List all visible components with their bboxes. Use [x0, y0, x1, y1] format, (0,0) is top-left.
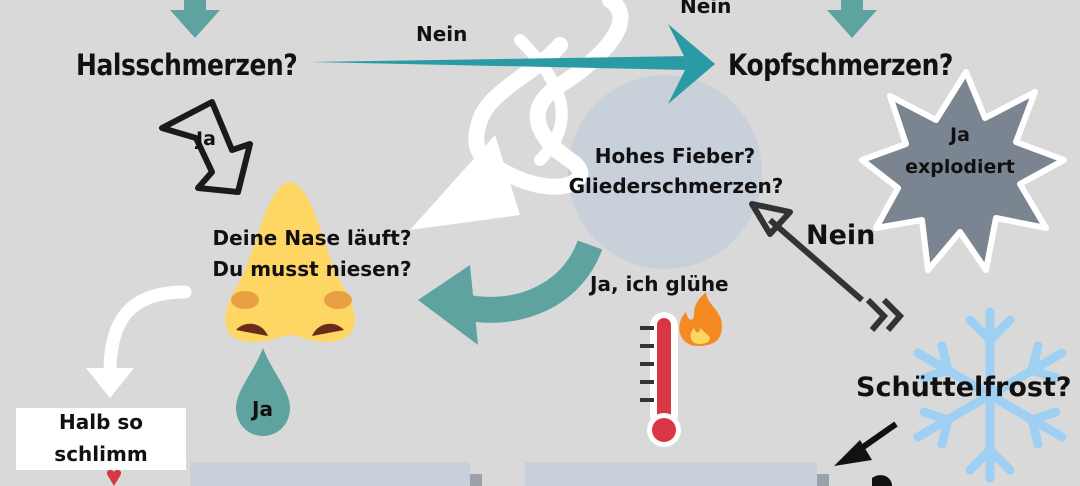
question-fieber-line1: Hohes Fieber?: [594, 144, 756, 168]
edge-label-ja-hals: Ja: [196, 128, 216, 150]
arrow-nein-frost-to-fever: [749, 201, 905, 332]
fire-icon: [679, 292, 722, 346]
question-schuettelfrost: Schüttelfrost?: [856, 372, 1072, 403]
result-halb-line2: schlimm: [54, 442, 148, 466]
result-halb-line1: Halb so: [58, 410, 143, 434]
edge-label-nein-frost: Nein: [806, 220, 876, 251]
arrow-down-top-left: [170, 0, 220, 38]
edge-label-ja-explodiert-line2: explodiert: [905, 156, 1015, 178]
snowflake-icon: [913, 307, 1067, 483]
question-nase-line2: Du musst niesen?: [212, 257, 412, 281]
bottom-card-left: [190, 462, 470, 486]
question-nase-line1: Deine Nase läuft?: [212, 226, 412, 250]
question-fieber-line2: Gliederschmerzen?: [568, 174, 784, 198]
nose-illustration: [225, 182, 355, 343]
arrow-nein-fever-to-nose: [418, 239, 603, 345]
fever-circle: [568, 75, 762, 269]
edge-label-nein-top-right: Nein: [680, 0, 732, 18]
bottom-card-left-shadow: [470, 474, 482, 486]
edge-label-ja-drop: Ja: [252, 397, 273, 421]
arrow-hals-to-kopf: [310, 24, 715, 104]
droplet-icon: [236, 348, 290, 436]
bottom-card-middle-shadow: [817, 474, 829, 486]
explosion-starburst: [859, 69, 1067, 273]
bottom-card-middle: [525, 462, 817, 486]
arrow-white-to-halb: [86, 285, 192, 398]
arrow-down-top-right: [827, 0, 877, 38]
edge-label-ja-explodiert-line1: Ja: [950, 124, 970, 146]
cut-off-letter: [872, 475, 892, 486]
edge-label-ja-gluehe: Ja, ich glühe: [590, 272, 729, 296]
arrow-ja-hals-outline: [159, 99, 253, 195]
question-halsschmerzen: Halsschmerzen?: [76, 48, 298, 82]
arrow-frost-down: [834, 421, 898, 466]
heart-icon: [106, 469, 122, 486]
halb-so-schlimm-box: [16, 408, 186, 470]
edge-label-nein-top: Nein: [416, 22, 468, 46]
question-kopfschmerzen: Kopfschmerzen?: [728, 48, 953, 82]
thermometer-icon: [640, 312, 681, 447]
white-squiggle-arrow: [410, 0, 629, 230]
